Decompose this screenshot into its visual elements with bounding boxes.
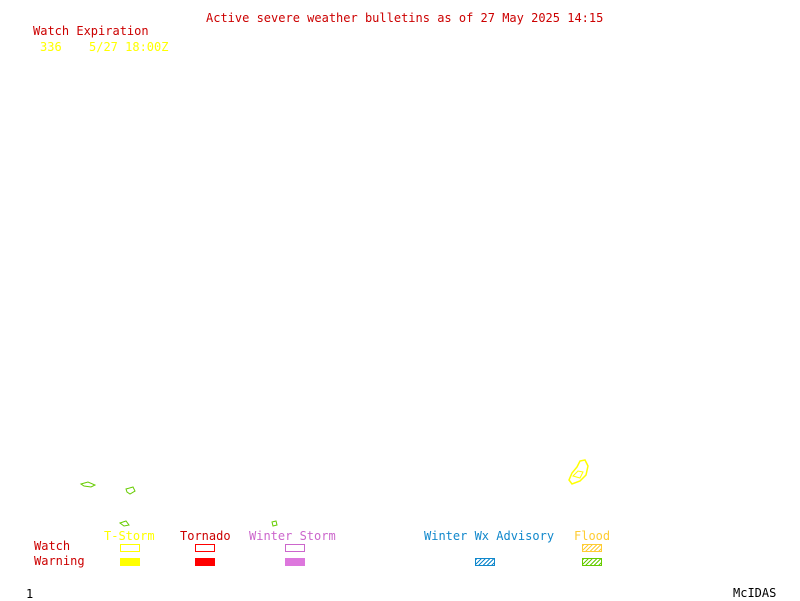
winter-storm-watch-swatch [285,544,305,552]
winter-storm-warning-swatch [285,558,305,566]
legend-flood-label: Flood [574,529,611,543]
tornado-warning-swatch [195,558,215,566]
warning-polygon [271,520,278,527]
flood-warning-swatch [582,558,602,566]
bulletin-title: Active severe weather bulletins as of 27… [206,11,604,25]
tornado-watch-swatch [195,544,215,552]
flood-watch-swatch [582,544,602,552]
tstorm-watch-swatch [120,544,140,552]
tstorm-warning-swatch [120,558,140,566]
warning-polygon [125,486,136,495]
brand-label: McIDAS [733,586,777,600]
warning-polygon [118,520,130,527]
winter-advisory-warning-swatch [475,558,495,566]
watch-id: 336 [40,40,62,54]
legend-tstorm-label: T-Storm [104,529,155,543]
legend-winter-advisory-label: Winter Wx Advisory [424,529,555,543]
legend-watch-row-label: Watch [34,539,71,553]
watch-expiration-heading: Watch Expiration [33,24,149,38]
watch-expires: 5/27 18:00Z [89,40,169,54]
watch-polygon [568,459,589,485]
legend-winter-storm-label: Winter Storm [249,529,336,543]
frame-number: 1 [26,587,34,601]
legend-tornado-label: Tornado [180,529,231,543]
watch-polygon [572,470,584,479]
legend-warning-row-label: Warning [34,554,85,568]
warning-polygon [79,481,97,488]
